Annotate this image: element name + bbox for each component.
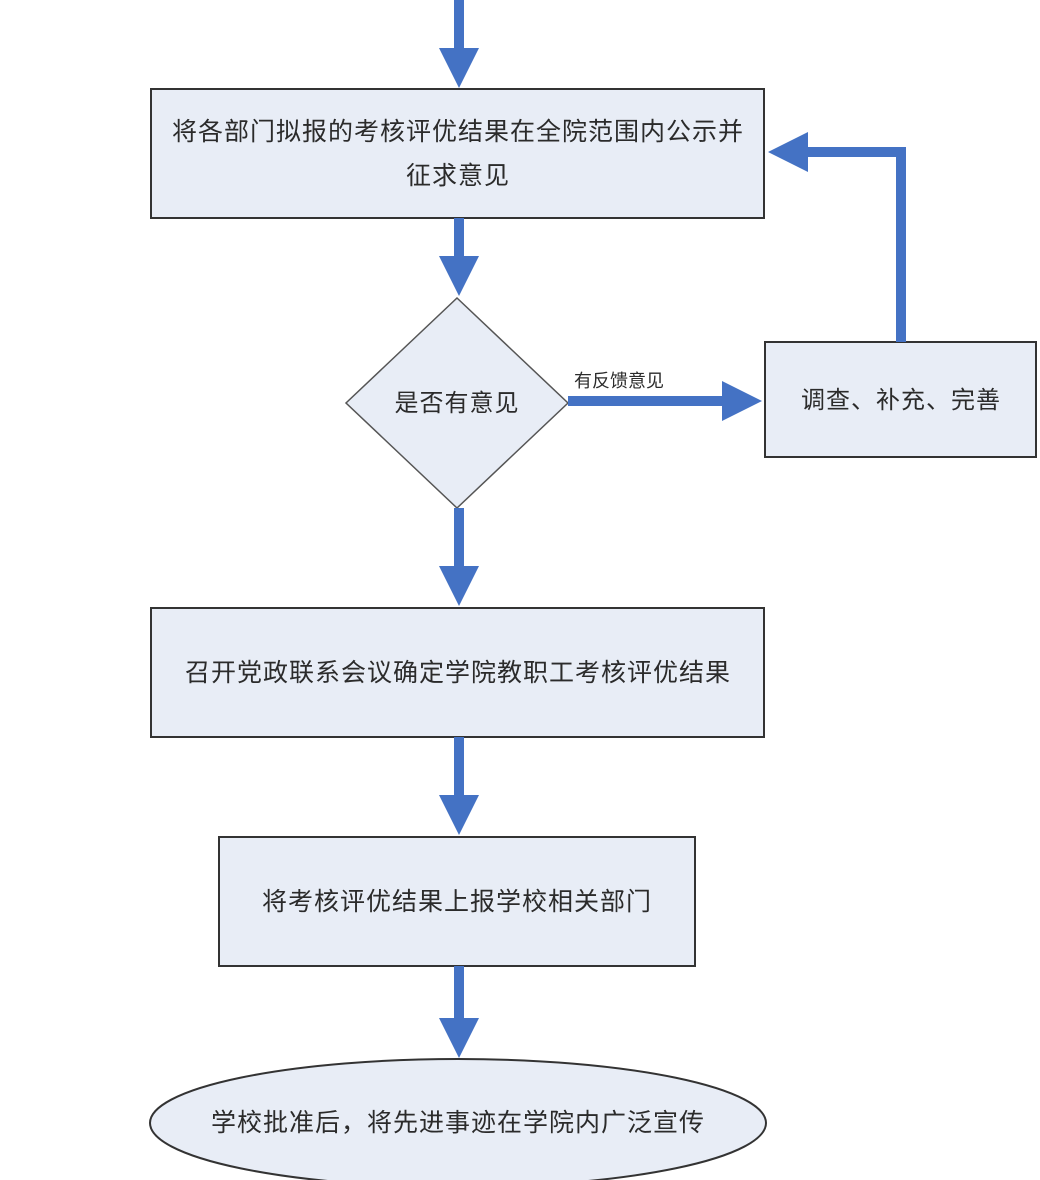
edge-label-feedback: 有反馈意见 [574, 371, 664, 392]
node-meeting-label: 召开党政联系会议确定学院教职工考核评优结果 [184, 657, 731, 687]
node-publicize-label: 将各部门拟报的考核评优结果在全院范围内公示并征求意见 [171, 116, 744, 190]
node-promote-shape [149, 1058, 767, 1180]
node-has-opinion-label: 是否有意见 [394, 389, 520, 417]
node-investigate-label: 调查、补充、完善 [801, 386, 1001, 414]
node-report-label: 将考核评优结果上报学校相关部门 [261, 886, 652, 916]
node-meeting-shape [150, 607, 765, 738]
node-publicize-shape [150, 88, 765, 219]
node-report-shape [218, 836, 696, 967]
node-promote-label: 学校批准后，将先进事迹在学院内广泛宣传 [210, 1108, 705, 1137]
arrow-investigate-to-publicize [768, 132, 906, 342]
node-investigate-shape [764, 341, 1037, 458]
